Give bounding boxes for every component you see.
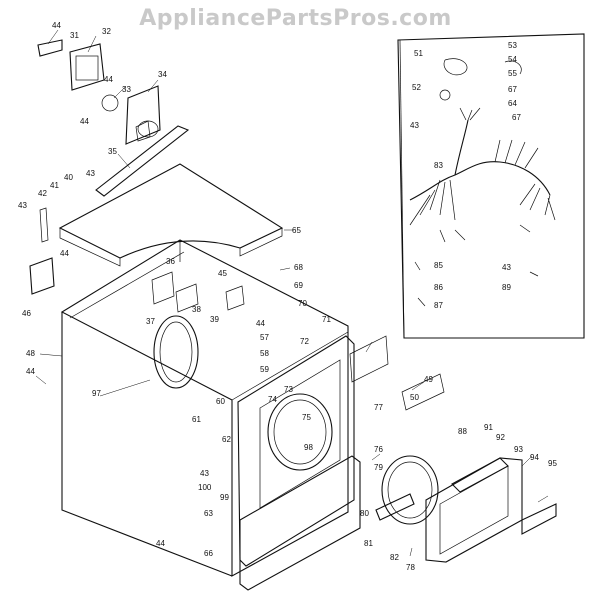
label-63: 63 [204, 509, 213, 518]
label-55: 55 [508, 69, 517, 78]
label-100: 100 [198, 483, 212, 492]
label-61: 61 [192, 415, 201, 424]
label-67: 67 [508, 85, 517, 94]
wire-harness [409, 58, 556, 307]
label-37: 37 [146, 317, 155, 326]
label-42: 42 [38, 189, 47, 198]
label-93: 93 [514, 445, 523, 454]
cabinet [60, 239, 349, 577]
label-57: 57 [260, 333, 269, 342]
label-44: 44 [156, 539, 165, 548]
label-32: 32 [102, 27, 111, 36]
label-39: 39 [210, 315, 219, 324]
side-brackets [29, 207, 445, 411]
label-31: 31 [70, 31, 79, 40]
label-73: 73 [284, 385, 293, 394]
label-34: 34 [158, 70, 167, 79]
label-88: 88 [458, 427, 467, 436]
label-91: 91 [484, 423, 493, 432]
label-36: 36 [166, 257, 175, 266]
door-assembly [375, 455, 557, 563]
label-44: 44 [256, 319, 265, 328]
label-76: 76 [374, 445, 383, 454]
blower-assembly [37, 39, 161, 145]
watermark: AppliancePartsPros.com [139, 6, 452, 31]
label-99: 99 [220, 493, 229, 502]
label-95: 95 [548, 459, 557, 468]
label-81: 81 [364, 539, 373, 548]
label-97: 97 [92, 389, 101, 398]
label-66: 66 [204, 549, 213, 558]
wiring-inset-frame [397, 33, 585, 339]
label-83: 83 [434, 161, 443, 170]
label-75: 75 [302, 413, 311, 422]
label-51: 51 [414, 49, 423, 58]
label-40: 40 [64, 173, 73, 182]
label-60: 60 [216, 397, 225, 406]
label-45: 45 [218, 269, 227, 278]
label-43: 43 [410, 121, 419, 130]
label-46: 46 [22, 309, 31, 318]
label-86: 86 [434, 283, 443, 292]
label-71: 71 [322, 315, 331, 324]
label-43: 43 [502, 263, 511, 272]
label-44: 44 [26, 367, 35, 376]
leader-lines [35, 29, 549, 557]
label-44: 44 [80, 117, 89, 126]
label-41: 41 [50, 181, 59, 190]
top-panel [58, 125, 284, 267]
label-89: 89 [502, 283, 511, 292]
label-49: 49 [424, 375, 433, 384]
label-43: 43 [18, 201, 27, 210]
label-87: 87 [434, 301, 443, 310]
label-80: 80 [360, 509, 369, 518]
label-65: 65 [292, 226, 301, 235]
label-92: 92 [496, 433, 505, 442]
label-33: 33 [122, 85, 131, 94]
label-77: 77 [374, 403, 383, 412]
label-54: 54 [508, 55, 517, 64]
label-44: 44 [52, 21, 61, 30]
label-43: 43 [86, 169, 95, 178]
label-68: 68 [294, 263, 303, 272]
label-53: 53 [508, 41, 517, 50]
label-72: 72 [300, 337, 309, 346]
label-52: 52 [412, 83, 421, 92]
label-44: 44 [60, 249, 69, 258]
label-69: 69 [294, 281, 303, 290]
label-58: 58 [260, 349, 269, 358]
label-48: 48 [26, 349, 35, 358]
label-78: 78 [406, 563, 415, 572]
label-35: 35 [108, 147, 117, 156]
label-70: 70 [298, 299, 307, 308]
label-79: 79 [374, 463, 383, 472]
label-43: 43 [200, 469, 209, 478]
label-50: 50 [410, 393, 419, 402]
part-labels: 44 31 32 44 33 34 44 35 43 40 41 42 43 6… [18, 21, 557, 572]
label-64: 64 [508, 99, 517, 108]
label-82: 82 [390, 553, 399, 562]
label-98: 98 [304, 443, 313, 452]
label-62: 62 [222, 435, 231, 444]
label-59: 59 [260, 365, 269, 374]
label-74: 74 [268, 395, 277, 404]
front-panel [237, 335, 361, 591]
label-44: 44 [104, 75, 113, 84]
label-67: 67 [512, 113, 521, 122]
label-38: 38 [192, 305, 201, 314]
label-94: 94 [530, 453, 539, 462]
label-85: 85 [434, 261, 443, 270]
